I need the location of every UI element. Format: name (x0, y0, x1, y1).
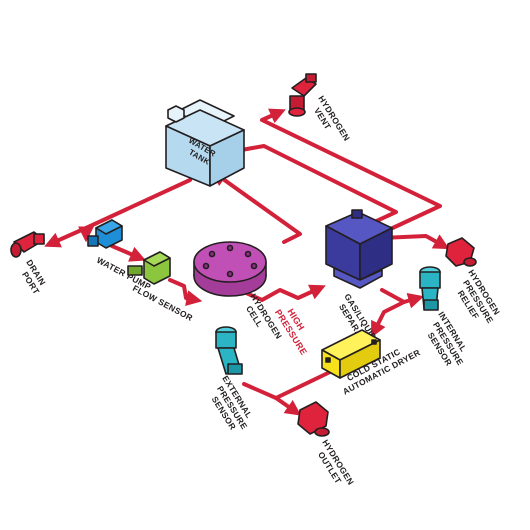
internal-pressure-sensor (419, 266, 441, 311)
svg-text:HYDROGEN OUTLET: HYDROGEN OUTLET (312, 438, 358, 495)
flow-sensor (127, 251, 171, 285)
pipe-separator-to-vent (260, 108, 442, 234)
pipe-pump-to-flow (110, 244, 146, 262)
water-pump (87, 219, 123, 249)
water-tank: WATER TANK (165, 99, 245, 187)
hydrogen-vent-fitting (288, 73, 317, 117)
external-pressure-sensor (215, 326, 243, 375)
svg-text:EXTERNAL PRESSURE SENS: EXTERNAL PRESSURE SENSOR (203, 374, 259, 439)
drain-port-fitting (10, 231, 45, 258)
pipe-to-dryer (371, 300, 406, 338)
hydrogen-outlet-fitting (297, 401, 330, 437)
pipe-branch-external-sensor (242, 382, 278, 400)
pipe-separator-to-internal-sensor (380, 288, 425, 309)
pipe-cell-to-separator (242, 284, 326, 302)
pipe-branch-drain (44, 226, 88, 248)
pipe-cell-to-tank (210, 170, 302, 244)
pipe-flow-to-cell (168, 278, 203, 306)
hydrogen-pressure-relief-fitting (445, 237, 477, 267)
pipe-separator-to-tank (223, 142, 398, 226)
svg-text:DRAIN PORT: DRAIN PORT (16, 258, 51, 297)
pipe-separator-to-relief (378, 234, 450, 250)
svg-text:HYDROGEN PRESSURE RELI: HYDROGEN PRESSURE RELIEF (449, 268, 505, 333)
svg-text:HYDROGEN VENT: HYDROGEN VENT (308, 94, 354, 151)
cold-static-automatic-dryer (321, 329, 381, 379)
svg-text:INTERNAL PRESSURE SENS: INTERNAL PRESSURE SENSOR (419, 310, 475, 375)
gas-liquid-separator (325, 209, 393, 289)
hydrogen-cell (193, 241, 267, 297)
pipe-network (44, 108, 450, 416)
